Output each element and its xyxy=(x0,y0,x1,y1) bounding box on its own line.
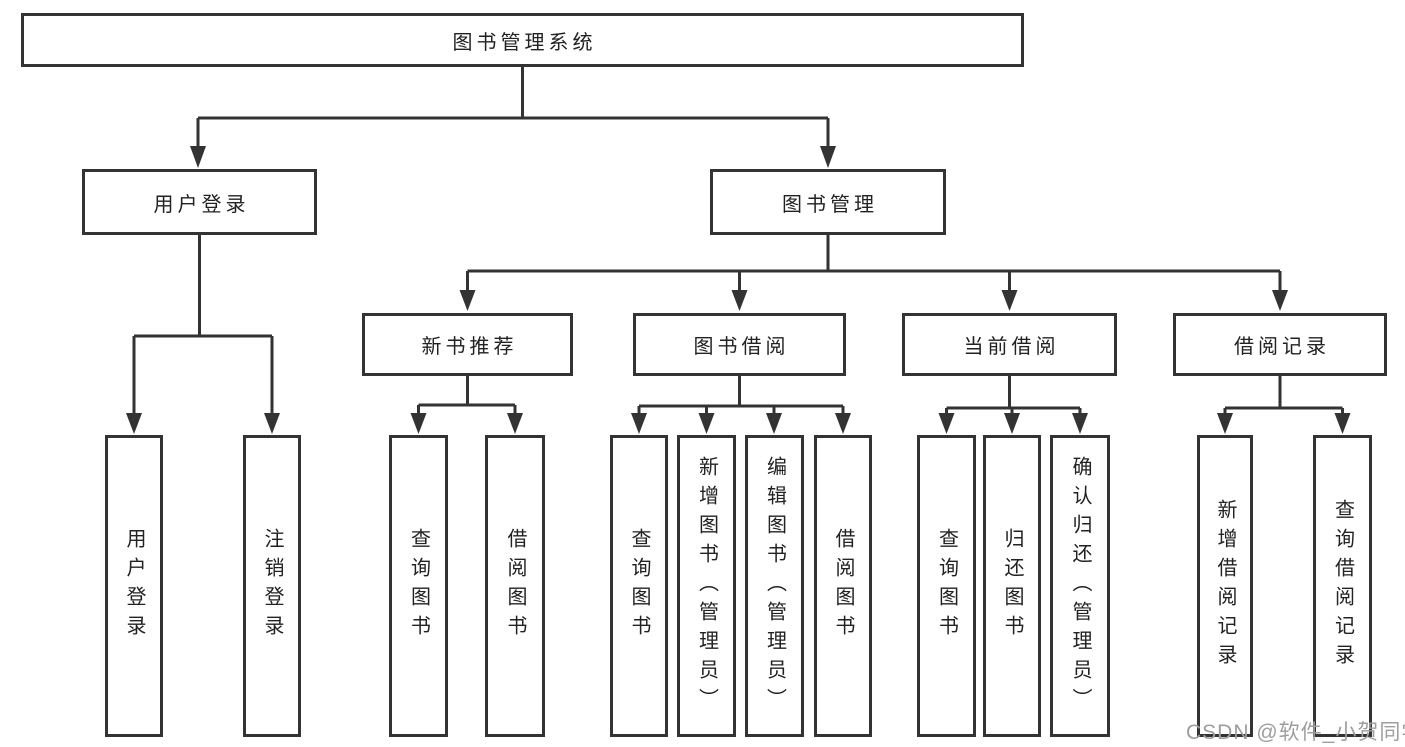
leaf-query-books-recommend: 查询图书 xyxy=(389,435,448,737)
node-label: 新增借阅记录 xyxy=(1214,499,1236,673)
node-label: 注销登录 xyxy=(261,528,283,644)
leaf-edit-books-admin: 编辑图书（管理员） xyxy=(745,435,804,737)
node-book-management: 图书管理 xyxy=(710,169,946,235)
node-label: 当前借阅 xyxy=(963,336,1060,358)
node-label: 新书推荐 xyxy=(421,336,518,358)
node-label: 用户登录 xyxy=(123,528,145,644)
node-current-borrowing: 当前借阅 xyxy=(902,313,1117,376)
node-label: 查询图书 xyxy=(407,528,430,644)
leaf-query-books-current: 查询图书 xyxy=(917,435,976,737)
node-label: 归还图书 xyxy=(1001,528,1023,644)
node-label: 查询图书 xyxy=(935,528,958,644)
node-label: 编辑图书（管理员） xyxy=(763,455,786,717)
leaf-user-login: 用户登录 xyxy=(105,435,163,737)
node-label: 图书管理系统 xyxy=(452,31,597,54)
leaf-borrow-books-recommend: 借阅图书 xyxy=(485,435,545,737)
leaf-logout: 注销登录 xyxy=(243,435,301,737)
node-label: 查询图书 xyxy=(628,528,650,644)
csdn-watermark: CSDN @软件_小贺同学 xyxy=(1186,721,1405,744)
node-label: 借阅图书 xyxy=(504,528,526,644)
node-label: 用户登录 xyxy=(153,193,250,216)
node-label: 新增图书（管理员） xyxy=(695,455,718,717)
leaf-query-books-borrowing: 查询图书 xyxy=(610,435,668,737)
leaf-add-borrow-record: 新增借阅记录 xyxy=(1197,435,1253,737)
node-label: 图书借阅 xyxy=(693,336,790,358)
node-label: 查询借阅记录 xyxy=(1331,499,1354,673)
leaf-query-borrow-record: 查询借阅记录 xyxy=(1313,435,1372,737)
node-user-login: 用户登录 xyxy=(82,169,317,235)
node-label: 借阅图书 xyxy=(832,528,854,644)
leaf-borrow-books: 借阅图书 xyxy=(814,435,872,737)
node-library-management-system: 图书管理系统 xyxy=(21,13,1024,67)
node-label: 借阅记录 xyxy=(1234,336,1330,358)
leaf-return-books: 归还图书 xyxy=(983,435,1041,737)
node-borrowing-records: 借阅记录 xyxy=(1173,313,1387,376)
node-label: 确认归还（管理员） xyxy=(1069,455,1091,717)
leaf-add-books-admin: 新增图书（管理员） xyxy=(677,435,736,737)
node-label: 图书管理 xyxy=(782,193,878,216)
leaf-confirm-return-admin: 确认归还（管理员） xyxy=(1050,435,1110,737)
node-book-borrowing: 图书借阅 xyxy=(633,313,846,376)
node-new-book-recommend: 新书推荐 xyxy=(362,313,573,376)
